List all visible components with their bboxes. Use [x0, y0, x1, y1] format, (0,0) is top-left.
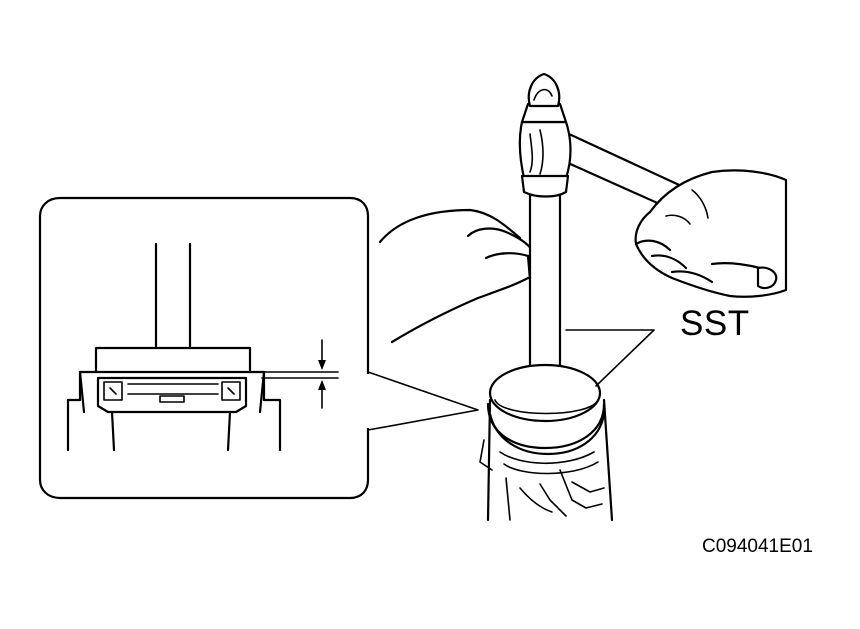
- sst-leader: [565, 329, 655, 387]
- inset-seal-detail: [66, 242, 339, 452]
- housing: [479, 363, 614, 522]
- sst-label: SST: [680, 304, 750, 343]
- detail-callout: [38, 196, 479, 500]
- right-hand: [634, 169, 788, 298]
- figure-code: C094041E01: [702, 536, 813, 557]
- hammer: [518, 72, 692, 216]
